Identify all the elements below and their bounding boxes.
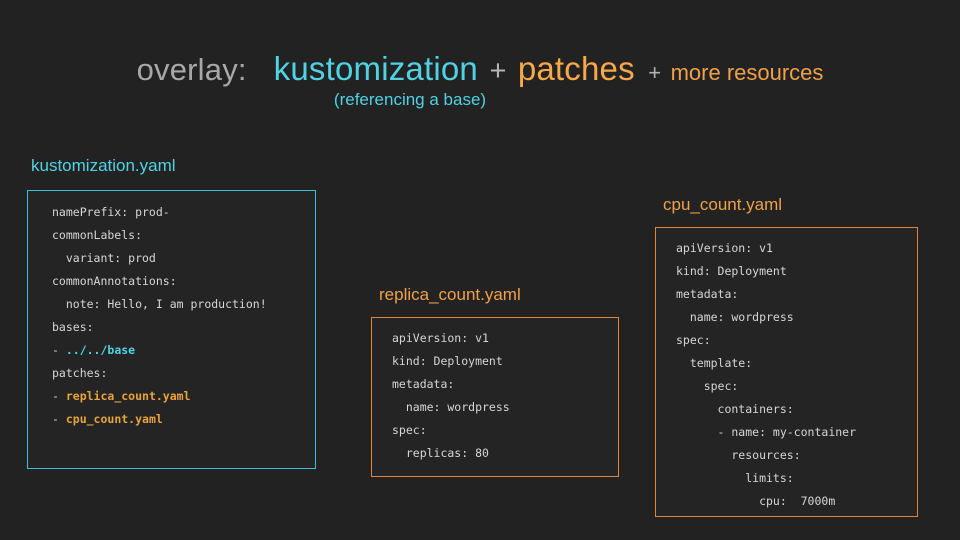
code-token: - bbox=[52, 412, 66, 426]
code-token: apiVersion: v1 bbox=[676, 241, 773, 255]
code-token: spec: bbox=[392, 423, 427, 437]
code-token: - name: my-container bbox=[676, 425, 857, 439]
code-line: template: bbox=[676, 352, 856, 375]
code-line: namePrefix: prod- bbox=[52, 201, 267, 224]
code-token: containers: bbox=[676, 402, 794, 416]
code-line: metadata: bbox=[392, 373, 510, 396]
code-token: apiVersion: v1 bbox=[392, 331, 489, 345]
code-line: cpu: 7000m bbox=[676, 490, 856, 513]
code-token: resources: bbox=[676, 448, 801, 462]
code-token: kind: Deployment bbox=[676, 264, 787, 278]
title-term-patches: patches bbox=[517, 50, 635, 87]
code-line: bases: bbox=[52, 316, 267, 339]
code-token: spec: bbox=[676, 333, 711, 347]
code-token: cpu: 7000m bbox=[676, 494, 836, 508]
code-line: kind: Deployment bbox=[676, 260, 856, 283]
code-token: spec: bbox=[676, 379, 739, 393]
code-token: limits: bbox=[676, 471, 794, 485]
code-token: name: wordpress bbox=[676, 310, 794, 324]
code-token: namePrefix: prod- bbox=[52, 205, 170, 219]
file-label-cpu-count: cpu_count.yaml bbox=[663, 195, 783, 214]
code-token: note: Hello, I am production! bbox=[52, 297, 267, 311]
code-token: metadata: bbox=[676, 287, 739, 301]
code-line: metadata: bbox=[676, 283, 856, 306]
code-line: resources: bbox=[676, 444, 856, 467]
title-term-kustomization: kustomization bbox=[273, 50, 478, 87]
code-token: patches: bbox=[52, 366, 108, 380]
title-separator-plus-2: + bbox=[648, 60, 662, 85]
code-line: limits: bbox=[676, 467, 856, 490]
code-line: - replica_count.yaml bbox=[52, 385, 267, 408]
code-line: - name: my-container bbox=[676, 421, 856, 444]
code-line: patches: bbox=[52, 362, 267, 385]
code-token: template: bbox=[676, 356, 753, 370]
code-token: variant: prod bbox=[52, 251, 156, 265]
code-token: replica_count.yaml bbox=[65, 389, 191, 403]
title-separator-plus: + bbox=[489, 55, 507, 87]
title-prefix: overlay: bbox=[136, 52, 247, 87]
code-line: variant: prod bbox=[52, 247, 267, 270]
file-label-kustomization: kustomization.yaml bbox=[31, 156, 176, 175]
code-line: kind: Deployment bbox=[392, 350, 510, 373]
code-token: name: wordpress bbox=[392, 400, 510, 414]
code-token: cpu_count.yaml bbox=[65, 412, 163, 426]
code-content-kustomization: namePrefix: prod-commonLabels: variant: … bbox=[52, 201, 267, 431]
code-line: spec: bbox=[676, 329, 856, 352]
code-token: - bbox=[52, 389, 66, 403]
code-line: commonLabels: bbox=[52, 224, 267, 247]
code-token: metadata: bbox=[392, 377, 455, 391]
code-token: replicas: 80 bbox=[392, 446, 489, 460]
slide-title: overlay: kustomization + patches + more … bbox=[0, 52, 960, 86]
code-token: bases: bbox=[52, 320, 94, 334]
code-block-kustomization: namePrefix: prod-commonLabels: variant: … bbox=[27, 190, 316, 469]
code-line: apiVersion: v1 bbox=[392, 327, 510, 350]
code-line: commonAnnotations: bbox=[52, 270, 267, 293]
code-token: kind: Deployment bbox=[392, 354, 503, 368]
code-line: note: Hello, I am production! bbox=[52, 293, 267, 316]
code-token: ../../base bbox=[65, 343, 136, 357]
code-line: name: wordpress bbox=[392, 396, 510, 419]
code-line: name: wordpress bbox=[676, 306, 856, 329]
code-line: spec: bbox=[676, 375, 856, 398]
code-line: - cpu_count.yaml bbox=[52, 408, 267, 431]
code-token: - bbox=[52, 343, 66, 357]
slide-subtitle: (referencing a base) bbox=[333, 90, 487, 109]
title-trailing-more-resources: more resources bbox=[670, 60, 824, 85]
code-line: - ../../base bbox=[52, 339, 267, 362]
code-token: commonAnnotations: bbox=[52, 274, 177, 288]
file-label-replica-count: replica_count.yaml bbox=[379, 285, 521, 304]
code-token: commonLabels: bbox=[52, 228, 143, 242]
code-line: spec: bbox=[392, 419, 510, 442]
code-line: containers: bbox=[676, 398, 856, 421]
code-line: apiVersion: v1 bbox=[676, 237, 856, 260]
code-line: replicas: 80 bbox=[392, 442, 510, 465]
